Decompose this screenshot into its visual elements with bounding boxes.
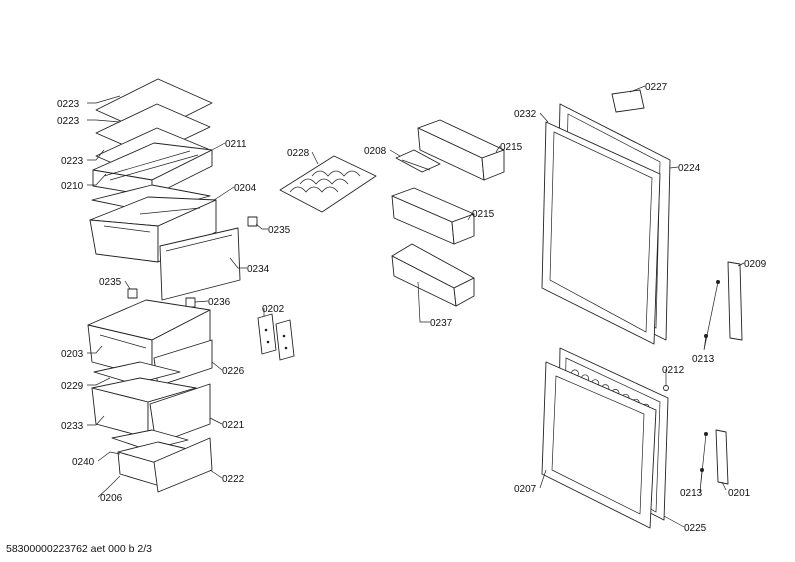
- label-0227: [611, 89, 645, 113]
- part-label: 0212: [662, 365, 685, 376]
- freezer-door-gasket-0207: [541, 361, 657, 529]
- part-label: 0201: [728, 488, 751, 499]
- clip-0235-upper: [247, 216, 258, 227]
- clip-0236: [185, 297, 196, 308]
- part-label: 0232: [514, 109, 537, 120]
- part-label: 0227: [645, 82, 668, 93]
- part-label: 0222: [222, 474, 245, 485]
- part-label: 0211: [225, 139, 247, 150]
- part-label: 0215: [500, 142, 523, 153]
- clip-0235-lower: [127, 288, 138, 299]
- handle-0201: [715, 429, 729, 485]
- egg-tray-0208: [395, 149, 441, 173]
- part-labels: 0223 0223 0223 0211 0210 0204 0235 0234 …: [57, 82, 767, 534]
- drawer-cover-0240: [111, 429, 189, 451]
- part-label: 0202: [262, 304, 285, 315]
- drawer-front-0222: [153, 437, 213, 493]
- handle-0209: [727, 261, 743, 341]
- part-label: 0236: [208, 297, 231, 308]
- part-label: 0240: [72, 457, 95, 468]
- screw-0212: [663, 385, 669, 391]
- hinge-covers-0202: [257, 313, 295, 361]
- part-label: 0225: [684, 523, 707, 534]
- door-balcony-0215-upper: [417, 119, 505, 181]
- part-label: 0235: [99, 277, 122, 288]
- screws-0213-upper: [704, 280, 720, 338]
- part-label: 0213: [680, 488, 703, 499]
- part-label: 0204: [234, 183, 257, 194]
- part-label: 0207: [514, 484, 537, 495]
- part-label: 0226: [222, 366, 245, 377]
- document-code: 58300000223762 aet 000 b 2/3: [6, 543, 152, 555]
- part-label: 0223: [61, 156, 84, 167]
- drawer-cover-0229: [93, 361, 181, 385]
- shelf-frame-0211: [92, 142, 213, 197]
- part-label: 0223: [57, 116, 80, 127]
- part-label: 0215: [472, 209, 495, 220]
- part-label: 0203: [61, 349, 84, 360]
- door-balcony-0237: [391, 243, 475, 307]
- drawer-front-0234: [159, 227, 241, 301]
- part-label: 0234: [247, 264, 270, 275]
- bottle-rack-0228: [279, 155, 377, 213]
- part-label: 0237: [430, 318, 453, 329]
- fridge-door-gasket-0232: [541, 121, 661, 345]
- part-label: 0213: [692, 354, 715, 365]
- part-label: 0209: [744, 259, 767, 270]
- leader-lines: [87, 85, 745, 528]
- part-label: 0228: [287, 148, 310, 159]
- part-label: 0235: [268, 225, 291, 236]
- door-balcony-0215-middle: [391, 187, 475, 245]
- part-label: 0224: [678, 163, 701, 174]
- part-label: 0206: [100, 493, 123, 504]
- part-label: 0208: [364, 146, 387, 157]
- part-label: 0233: [61, 421, 84, 432]
- part-label: 0210: [61, 181, 84, 192]
- part-label: 0229: [61, 381, 84, 392]
- part-label: 0221: [222, 420, 245, 431]
- drawer-0203: [87, 299, 211, 379]
- part-label: 0223: [57, 99, 80, 110]
